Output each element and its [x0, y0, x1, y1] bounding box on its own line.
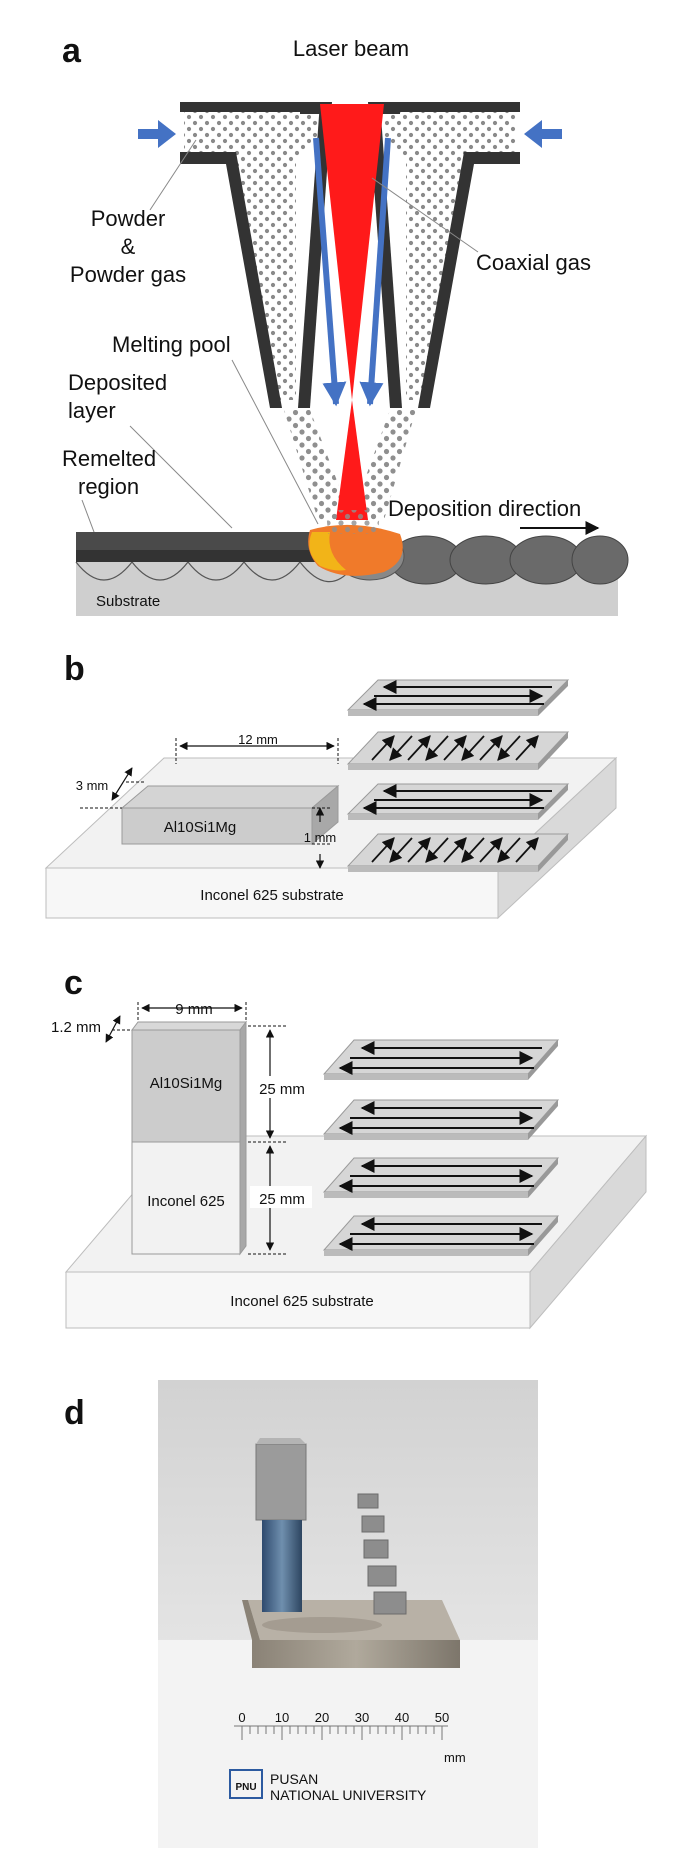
coaxial-gas-arrow-right: [359, 137, 391, 407]
depth-c-label: 1.2 mm: [51, 1019, 101, 1036]
wall-sample-lower: [262, 1520, 302, 1612]
powder-label: Powder: [91, 206, 166, 231]
nozzle: [180, 102, 520, 520]
panel-a: a Laser beam Powd: [62, 32, 629, 616]
wall-sample-upper: [255, 1443, 307, 1521]
ruler-tick-10: 10: [275, 1710, 289, 1725]
block-b-top: [120, 785, 340, 809]
ruler-unit: mm: [444, 1750, 466, 1765]
university-logo-icon: [229, 1769, 263, 1799]
remelted-label-2: region: [78, 474, 139, 499]
wall-top: [131, 1021, 247, 1031]
university-name-2: NATIONAL UNIVERSITY: [270, 1787, 427, 1803]
substrate-c-side: [529, 1134, 647, 1330]
coaxial-gas-arrow-left: [313, 137, 347, 407]
substrate-c-label: Inconel 625 substrate: [230, 1293, 373, 1310]
height-b-label: 1 mm: [304, 830, 337, 845]
depth-dim-c: [105, 1015, 121, 1043]
wall-upper-label: Al10Si1Mg: [150, 1075, 223, 1092]
block-b-side: [311, 784, 339, 846]
panel-c: c Inconel 625 substrate Al10Si1Mg Incone…: [51, 964, 648, 1330]
ruler: 0 10 20 30 40 50: [234, 1710, 466, 1765]
panel-c-letter: c: [64, 964, 83, 1002]
right-powder-stream: [350, 410, 416, 520]
melting-pool-leader: [231, 359, 319, 525]
wall-lower-label: Inconel 625: [147, 1193, 225, 1210]
remelted-label-1: Remelted: [62, 446, 156, 471]
laser-beam-top: [320, 104, 384, 400]
deposited-layer-lower: [76, 550, 324, 562]
lower-height-label: 25 mm: [259, 1191, 305, 1208]
coaxial-gas-label: Coaxial gas: [476, 250, 591, 275]
melting-pool-rim: [309, 532, 346, 571]
width-c-label: 9 mm: [175, 1001, 213, 1018]
deposited-label-1: Deposited: [68, 370, 167, 395]
panel-b-letter: b: [64, 650, 85, 688]
coaxial-gas-leader: [371, 177, 479, 253]
block-b-label: Al10Si1Mg: [164, 819, 237, 836]
width-b-label: 3 mm: [76, 778, 109, 793]
panel-b: b Inconel 625 substrate Al10Si1Mg 12 mm …: [44, 650, 618, 920]
upper-height-label: 25 mm: [259, 1081, 305, 1098]
substrate-b-label: Inconel 625 substrate: [200, 887, 343, 904]
left-powder-stream: [284, 410, 352, 520]
melting-pool-label: Melting pool: [112, 332, 231, 357]
remelted-scallops: [75, 561, 353, 583]
substrate-plate-front: [252, 1640, 460, 1668]
scan-plates-b: [346, 679, 570, 872]
powder-gas-label: Powder gas: [70, 262, 186, 287]
ruler-tick-0: 0: [238, 1710, 245, 1725]
panel-d-letter: d: [64, 1394, 85, 1432]
wall-side: [239, 1020, 247, 1256]
scan-plates-c: [322, 1039, 560, 1256]
substrate-label-a: Substrate: [96, 593, 160, 610]
powder-gas-arrow-left: [138, 120, 176, 148]
substrate-b-front: [45, 867, 499, 919]
small-blocks: [357, 1493, 407, 1615]
ruler-tick-50: 50: [435, 1710, 449, 1725]
powder-leader: [149, 139, 197, 211]
logo-mark: PNU: [235, 1782, 256, 1793]
panel-d: d 0 1: [64, 1380, 538, 1848]
university-name-1: PUSAN: [270, 1771, 318, 1787]
substrate-c-front: [65, 1271, 531, 1329]
deposited-leader: [129, 425, 233, 529]
deposited-label-2: layer: [68, 398, 116, 423]
amp-label: &: [121, 234, 136, 259]
panel-a-letter: a: [62, 32, 82, 70]
laser-beam-focus: [336, 400, 368, 520]
deposition-direction-label: Deposition direction: [388, 496, 581, 521]
width-dim-b: [111, 767, 133, 801]
wall-lower-front: [131, 1141, 241, 1255]
powder-gas-arrow-right: [524, 120, 562, 148]
ruler-tick-30: 30: [355, 1710, 369, 1725]
sample-photo: 0 10 20 30 40 50: [158, 1380, 538, 1848]
ruler-tick-40: 40: [395, 1710, 409, 1725]
laser-beam-label: Laser beam: [293, 36, 409, 61]
length-b-label: 12 mm: [238, 732, 278, 747]
ruler-tick-20: 20: [315, 1710, 329, 1725]
future-beads: [389, 535, 629, 585]
university-logo: PNU PUSAN NATIONAL UNIVERSITY: [229, 1769, 427, 1803]
